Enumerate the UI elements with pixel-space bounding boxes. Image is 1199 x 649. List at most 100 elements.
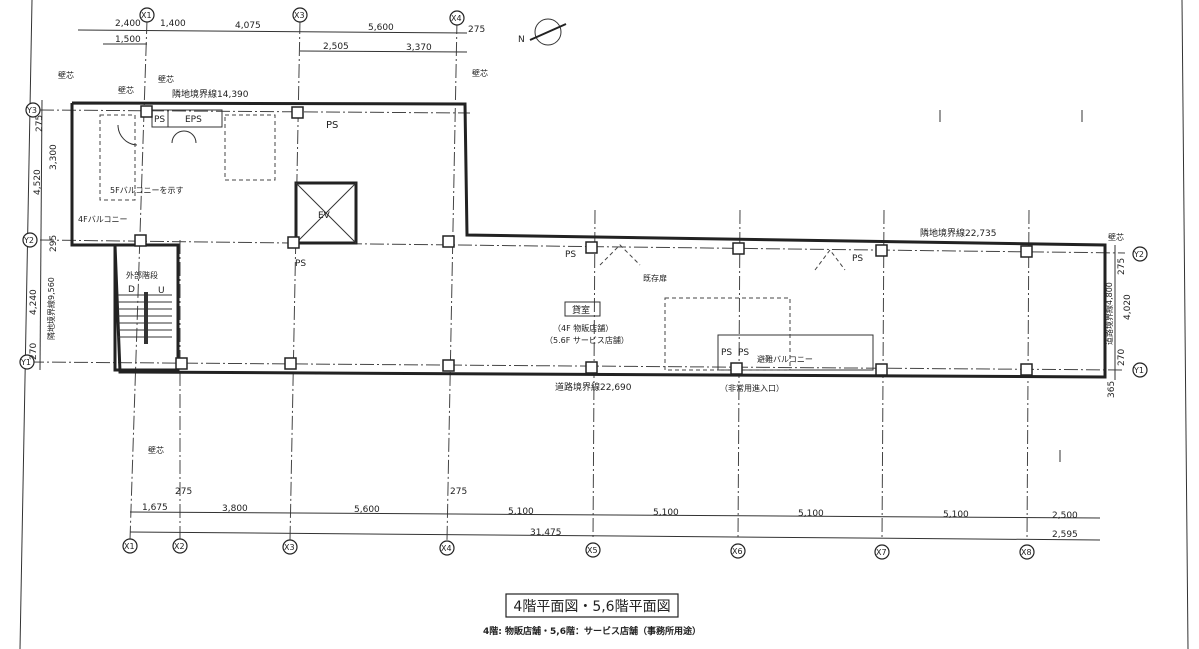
right-boundary-label: 道路境界線4,800 (1104, 282, 1114, 345)
svg-text:X6: X6 (732, 547, 743, 556)
dim-left: 275 (35, 115, 45, 132)
svg-text:X1: X1 (141, 11, 152, 20)
grid-bubble-y2-right: Y2 (1132, 246, 1148, 262)
dashed-area (664, 297, 791, 371)
dim-left: 4,520 (33, 169, 43, 195)
grid-bubble-x7: X7 (874, 544, 890, 560)
balcony-5f-label: 5Fバルコニーを示す (110, 186, 184, 195)
grid-bubble-x1: X1 (139, 7, 155, 23)
dim-bottom: 2,595 (1052, 530, 1078, 540)
grid-bubble-x3: X3 (292, 7, 308, 23)
stair-down-label: D (128, 285, 135, 295)
dim-bottom: 3,800 (222, 504, 248, 514)
dim-right: 4,020 (1123, 294, 1133, 320)
dim-bottom: 5,100 (943, 510, 969, 520)
svg-text:X2: X2 (174, 542, 185, 551)
dim-top: 2,400 (115, 19, 141, 29)
dim-bottom: 5,600 (354, 505, 380, 515)
svg-text:Y2: Y2 (23, 236, 34, 245)
dim-left: 4,240 (29, 289, 39, 315)
existing-doors (599, 244, 846, 271)
svg-text:Y2: Y2 (1133, 250, 1144, 259)
grid-bubble-y1: Y1 (19, 354, 35, 370)
drawing-title: 4階平面図・5,6階平面図 (513, 599, 670, 615)
ps-label: PS (154, 115, 165, 125)
drawing-subtitle: 4階: 物販店舗・5,6階：サービス店舗（事務所用途） (483, 625, 701, 637)
ps-label: PS (295, 259, 306, 269)
svg-text:Y3: Y3 (26, 106, 37, 115)
wall-center-label: 壁芯 (472, 68, 488, 78)
svg-text:X1: X1 (124, 542, 135, 551)
dim-left: 270 (29, 343, 39, 360)
svg-text:X4: X4 (451, 14, 462, 23)
wall-center-label: 壁芯 (1108, 232, 1124, 242)
dim-right: 270 (1117, 349, 1127, 366)
rental-room-label: 貸室 (572, 304, 590, 316)
eps-box (151, 109, 223, 128)
grid-bubble-x3-bottom: X3 (282, 539, 298, 555)
wall-center-label: 壁芯 (148, 445, 164, 455)
svg-text:Y1: Y1 (20, 358, 31, 367)
dim-bottom: 5,100 (508, 507, 534, 517)
grid-bubble-x8: X8 (1019, 544, 1035, 560)
wall-center-label: 壁芯 (58, 70, 74, 80)
wall-center-label: 壁芯 (118, 85, 134, 95)
svg-text:Y1: Y1 (1133, 366, 1144, 375)
dim-top: 1,400 (160, 19, 186, 29)
grid-bubble-x4: X4 (449, 10, 465, 26)
grid-bubble-x2: X2 (172, 538, 188, 554)
evac-balcony-box (717, 334, 874, 371)
dim-top: 3,370 (406, 43, 432, 53)
use-4f-label: （4F 物販店舗） (553, 323, 613, 333)
wall-center-label: 壁芯 (158, 74, 174, 84)
existing-door-label: 既存扉 (643, 273, 667, 283)
svg-text:X4: X4 (441, 544, 452, 553)
ps-label: PS (738, 348, 749, 358)
evac-balcony-label: 避難バルコニー (757, 354, 813, 364)
emergency-entry-label: （非常用進入口） (720, 383, 784, 393)
grid-bubble-x1-bottom: X1 (122, 538, 138, 554)
road-boundary-label: 道路境界線22,690 (555, 381, 632, 393)
dim-top: 1,500 (115, 35, 141, 45)
dim-top: 5,600 (368, 23, 394, 33)
dim-right: 275 (1117, 258, 1127, 275)
elevator-shaft (294, 181, 358, 245)
north-boundary-label-1: 隣地境界線14,390 (172, 88, 249, 100)
dim-bottom: 5,100 (798, 509, 824, 519)
grid-bubble-y3: Y3 (25, 102, 41, 118)
dim-total: 31,475 (530, 528, 562, 538)
dim-top: 2,505 (323, 42, 349, 52)
svg-text:X7: X7 (876, 548, 887, 557)
grid-bubble-x5: X5 (585, 542, 601, 558)
eps-label: EPS (185, 115, 202, 125)
svg-text:N: N (518, 35, 525, 45)
ps-label: PS (565, 250, 576, 260)
ext-stair-label: 外部階段 (126, 270, 158, 280)
balcony-5f-outline (99, 114, 136, 201)
balcony-4f-label: 4Fバルコニー (78, 215, 128, 224)
page-edge-left (19, 0, 33, 649)
left-boundary-label: 隣地境界線9,560 (46, 277, 56, 340)
dim-left: 3,300 (49, 144, 59, 170)
svg-text:X3: X3 (284, 543, 295, 552)
ps-label: PS (721, 348, 732, 358)
grid-bubble-x4-bottom: X4 (439, 540, 455, 556)
stair-up-label: U (158, 286, 165, 296)
dim-offset: 275 (450, 487, 467, 497)
dim-right: 365 (1107, 381, 1117, 398)
edge-ticks (939, 110, 1083, 462)
door-swing (117, 124, 138, 146)
dim-left: 295 (49, 235, 59, 252)
dim-bottom: 1,675 (142, 503, 168, 513)
page-edge-right (1181, 0, 1189, 649)
svg-text:X3: X3 (294, 11, 305, 20)
ev-label: EV (318, 211, 331, 221)
dimension-lines (39, 29, 1116, 541)
dim-bottom: 5,100 (653, 508, 679, 518)
dim-top: 275 (468, 25, 485, 35)
dim-offset: 275 (175, 487, 192, 497)
grid-bubble-y2: Y2 (22, 232, 38, 248)
stair-treads (118, 292, 172, 344)
grid-bubble-x6: X6 (730, 543, 746, 559)
north-boundary-label-2: 隣地境界線22,735 (920, 227, 997, 239)
